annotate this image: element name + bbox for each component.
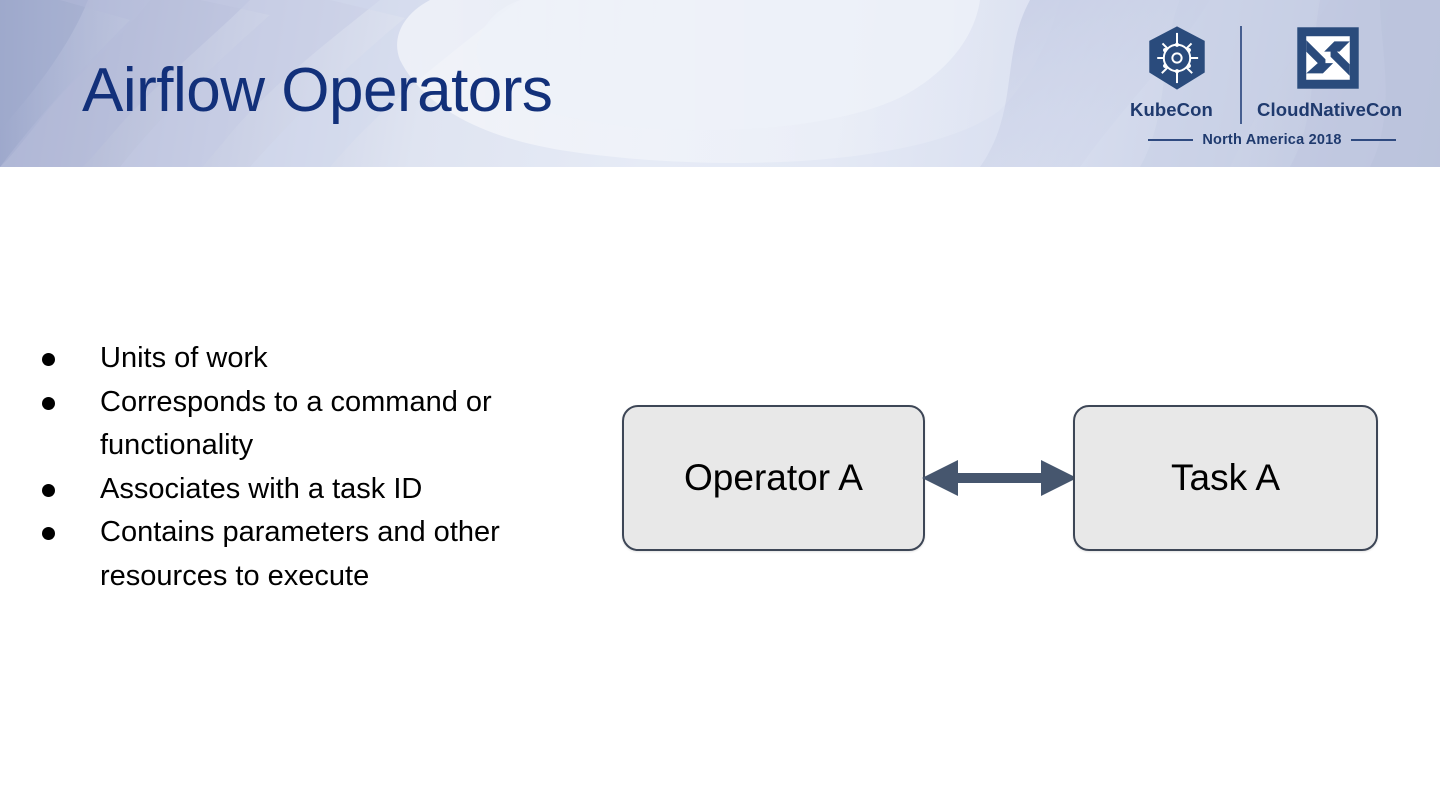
edition-rule-right — [1350, 139, 1396, 141]
kubernetes-helm-wheel-icon — [1149, 26, 1205, 90]
bullet-dot-icon — [38, 468, 100, 497]
logo-marks-row — [1124, 22, 1420, 124]
cloudnativecon-square-icon — [1297, 27, 1359, 89]
logo-wordmarks: KubeCon CloudNativeCon — [1124, 98, 1420, 124]
double-arrow-connector-icon — [922, 460, 1077, 496]
bullet-dot-icon — [38, 337, 100, 366]
diagram-node-task-a: Task A — [1073, 405, 1378, 551]
logo-edition-row: North America 2018 — [1124, 130, 1420, 150]
list-item: Associates with a task ID — [38, 468, 548, 512]
edition-rule-left — [1148, 139, 1194, 141]
slide-header-band: Airflow Operators — [0, 0, 1440, 167]
bullet-text: Contains parameters and other resources … — [100, 516, 500, 592]
bullet-list: Units of work Corresponds to a command o… — [38, 337, 548, 598]
logo-divider — [1240, 26, 1242, 124]
diagram-node-label: Task A — [1171, 457, 1280, 498]
kubecon-cloudnativecon-logo: KubeCon CloudNativeCon North America 201… — [1124, 22, 1420, 150]
list-item: Corresponds to a command or functionalit… — [38, 381, 548, 468]
operator-task-diagram: Operator A Task A — [600, 390, 1400, 570]
kubecon-wordmark: KubeCon — [1130, 99, 1213, 120]
list-item: Contains parameters and other resources … — [38, 511, 548, 598]
bullet-dot-icon — [38, 381, 100, 410]
edition-label: North America 2018 — [1202, 132, 1342, 148]
page-title: Airflow Operators — [82, 56, 553, 125]
diagram-node-operator-a: Operator A — [622, 405, 925, 551]
cloudnativecon-wordmark: CloudNativeCon — [1257, 99, 1403, 120]
bullet-dot-icon — [38, 511, 100, 540]
list-item: Units of work — [38, 337, 548, 381]
diagram-node-label: Operator A — [684, 457, 863, 498]
bullet-text: Associates with a task ID — [100, 472, 423, 505]
bullet-text: Units of work — [100, 342, 268, 374]
bullet-text: Corresponds to a command or functionalit… — [100, 385, 492, 462]
